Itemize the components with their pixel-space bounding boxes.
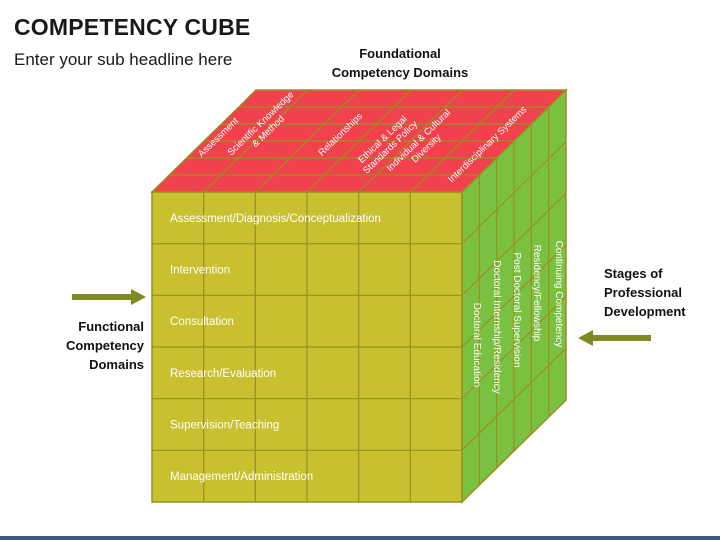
page-title: COMPETENCY CUBE (14, 14, 251, 40)
stage-label: Doctoral Education (471, 303, 482, 388)
stage-label: Post Doctoral Supervision (511, 252, 522, 367)
left-arrow-icon (578, 330, 651, 346)
footer-bar (0, 536, 720, 540)
stage-label: Doctoral Internship/Residency (491, 260, 502, 393)
functional-domain-label: Intervention (170, 265, 230, 277)
functional-domain-label: Consultation (170, 316, 234, 328)
label-line: Competency (65, 338, 144, 353)
functional-domain-label: Assessment/Diagnosis/Conceptualization (170, 213, 381, 225)
label-line: Competency Domains (331, 65, 469, 80)
label-line: Foundational (359, 46, 441, 61)
functional-domain-label: Management/Administration (170, 471, 313, 483)
right-arrow-icon (72, 289, 146, 305)
label-line: Functional (78, 319, 144, 334)
functional-domain-label: Supervision/Teaching (170, 420, 279, 432)
page-subtitle: Enter your sub headline here (14, 50, 233, 69)
functional-domain-label: Research/Evaluation (170, 368, 276, 380)
foundational-domains-label: Foundational Competency Domains (300, 44, 500, 82)
stages-label: Stages of Professional Development (604, 264, 714, 321)
label-line: Stages of (604, 266, 663, 281)
stage-label: Residency/Fellowship (531, 245, 542, 342)
label-line: Domains (89, 357, 144, 372)
label-line: Professional (604, 285, 683, 300)
functional-domains-label: Functional Competency Domains (40, 317, 144, 374)
side-grid-line (461, 347, 567, 451)
stage-label: Continuing Competency (553, 241, 564, 348)
label-line: Development (604, 304, 686, 319)
